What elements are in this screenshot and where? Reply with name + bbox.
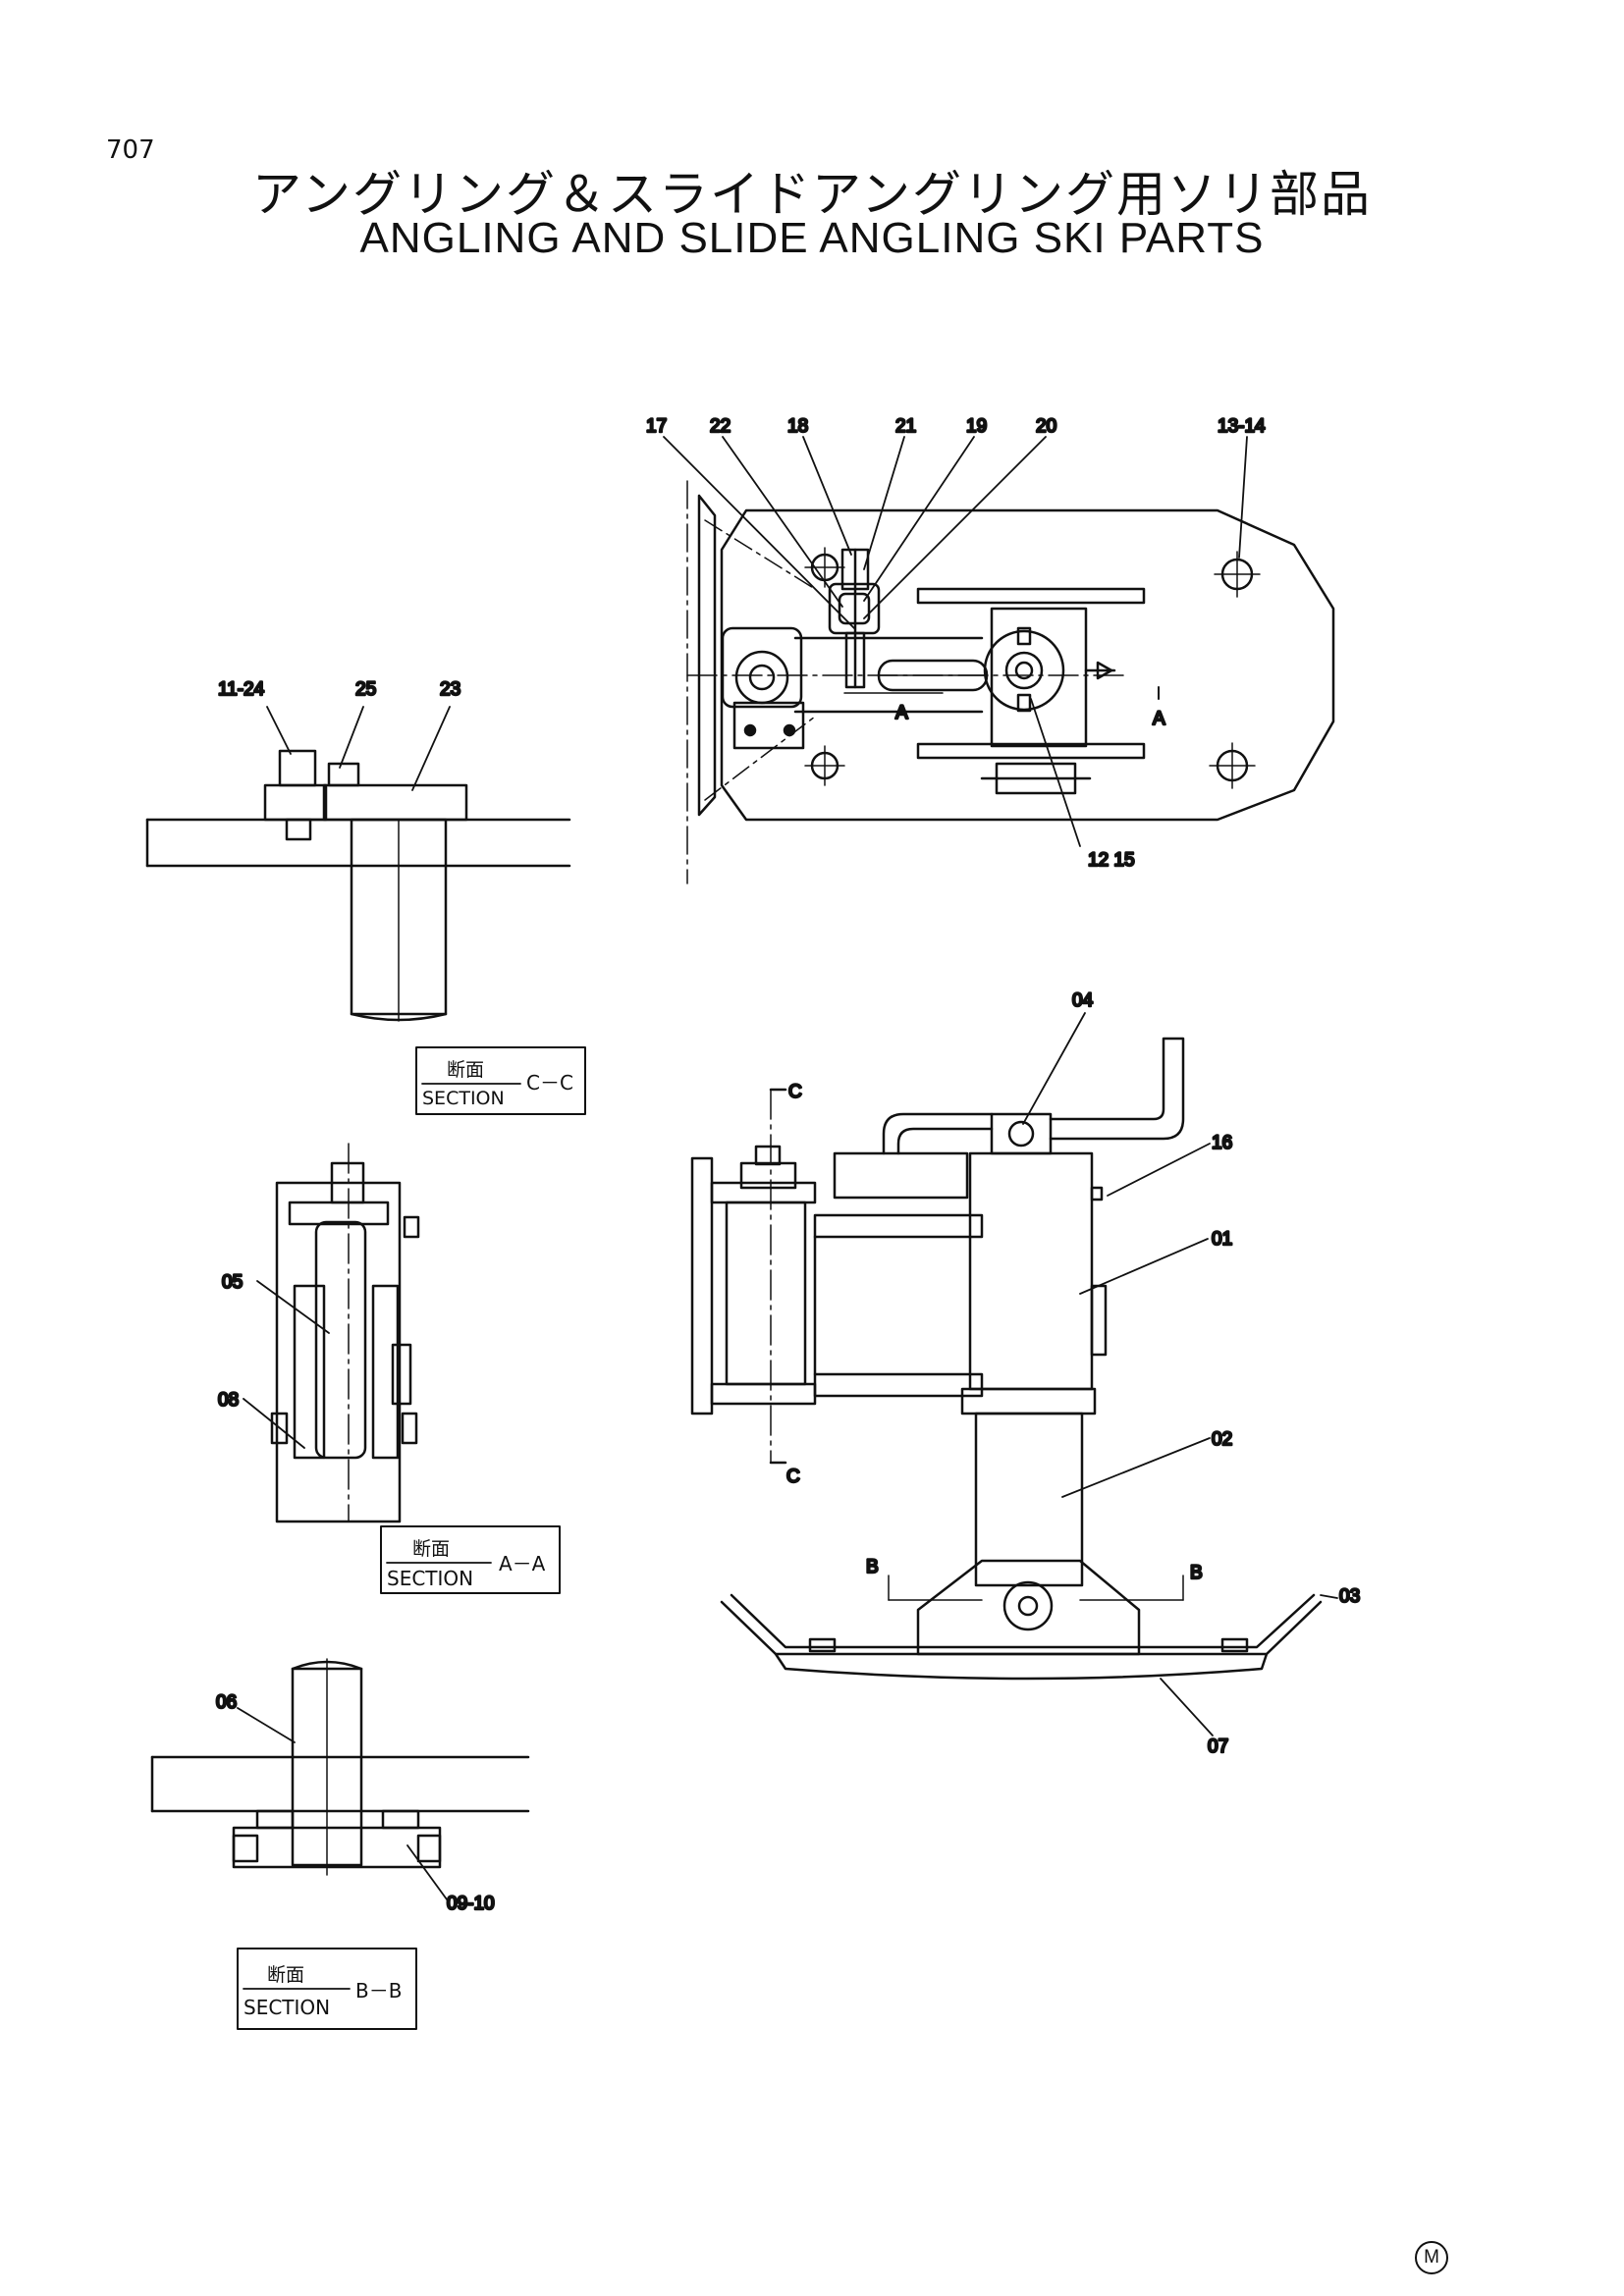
section-b-b-view [150,1658,530,1900]
section-marker-c-bottom: C [786,1467,800,1487]
callout-18: 18 [787,416,808,437]
callout-08: 08 [218,1390,239,1411]
section-label-b-b-jp: 断面 [267,1964,304,1986]
callout-20: 20 [1036,416,1056,437]
callout-17: 17 [646,416,667,437]
corner-mark: M [1415,2241,1448,2274]
callout-04: 04 [1072,990,1094,1011]
section-label-c-c-jp: 断面 [447,1059,484,1081]
callout-07: 07 [1208,1736,1228,1757]
section-marker-b-left: B [866,1557,879,1577]
callout-16: 16 [1212,1133,1232,1153]
section-a-a-view [243,1143,420,1523]
callout-23: 23 [440,679,460,700]
callout-06: 06 [216,1692,237,1713]
section-label-a-a: 断面 SECTION A－A [380,1525,561,1594]
section-label-a-a-jp: 断面 [412,1538,450,1560]
callout-11-24: 11-24 [218,679,265,700]
top-view [663,436,1335,884]
section-label-c-c-code: C－C [526,1071,573,1095]
page-number: 707 [106,135,155,165]
callout-05: 05 [222,1272,243,1293]
callout-12-15: 12 15 [1088,850,1135,871]
callout-19: 19 [966,416,987,437]
section-marker-b-right: B [1190,1563,1203,1583]
section-label-b-b-en: SECTION [244,1996,330,2019]
section-marker-c-top: C [788,1082,802,1102]
section-label-c-c-en: SECTION [422,1088,505,1109]
callout-22: 22 [710,416,731,437]
section-label-b-b: 断面 SECTION B－B [237,1948,417,2030]
section-label-b-b-code: B－B [355,1979,402,2002]
section-marker-a-right: A [1153,709,1165,729]
callout-01: 01 [1212,1229,1232,1250]
callout-09-10: 09-10 [447,1894,495,1914]
callout-03: 03 [1339,1586,1360,1607]
callout-13-14: 13-14 [1218,416,1266,437]
page-title-japanese: アングリング＆スライドアングリング用ソリ部品 [252,166,1372,223]
callout-02: 02 [1212,1429,1232,1450]
section-label-c-c: 断面 SECTION C－C [415,1046,586,1115]
page-title-english: ANGLING AND SLIDE ANGLING SKI PARTS [359,214,1265,262]
callout-21: 21 [895,416,916,437]
side-view [690,1012,1338,1736]
section-label-a-a-en: SECTION [387,1567,473,1590]
section-label-a-a-code: A－A [499,1552,546,1575]
section-c-c-view [145,706,571,1022]
section-marker-a-left: A [895,703,908,723]
callout-25: 25 [355,679,376,700]
